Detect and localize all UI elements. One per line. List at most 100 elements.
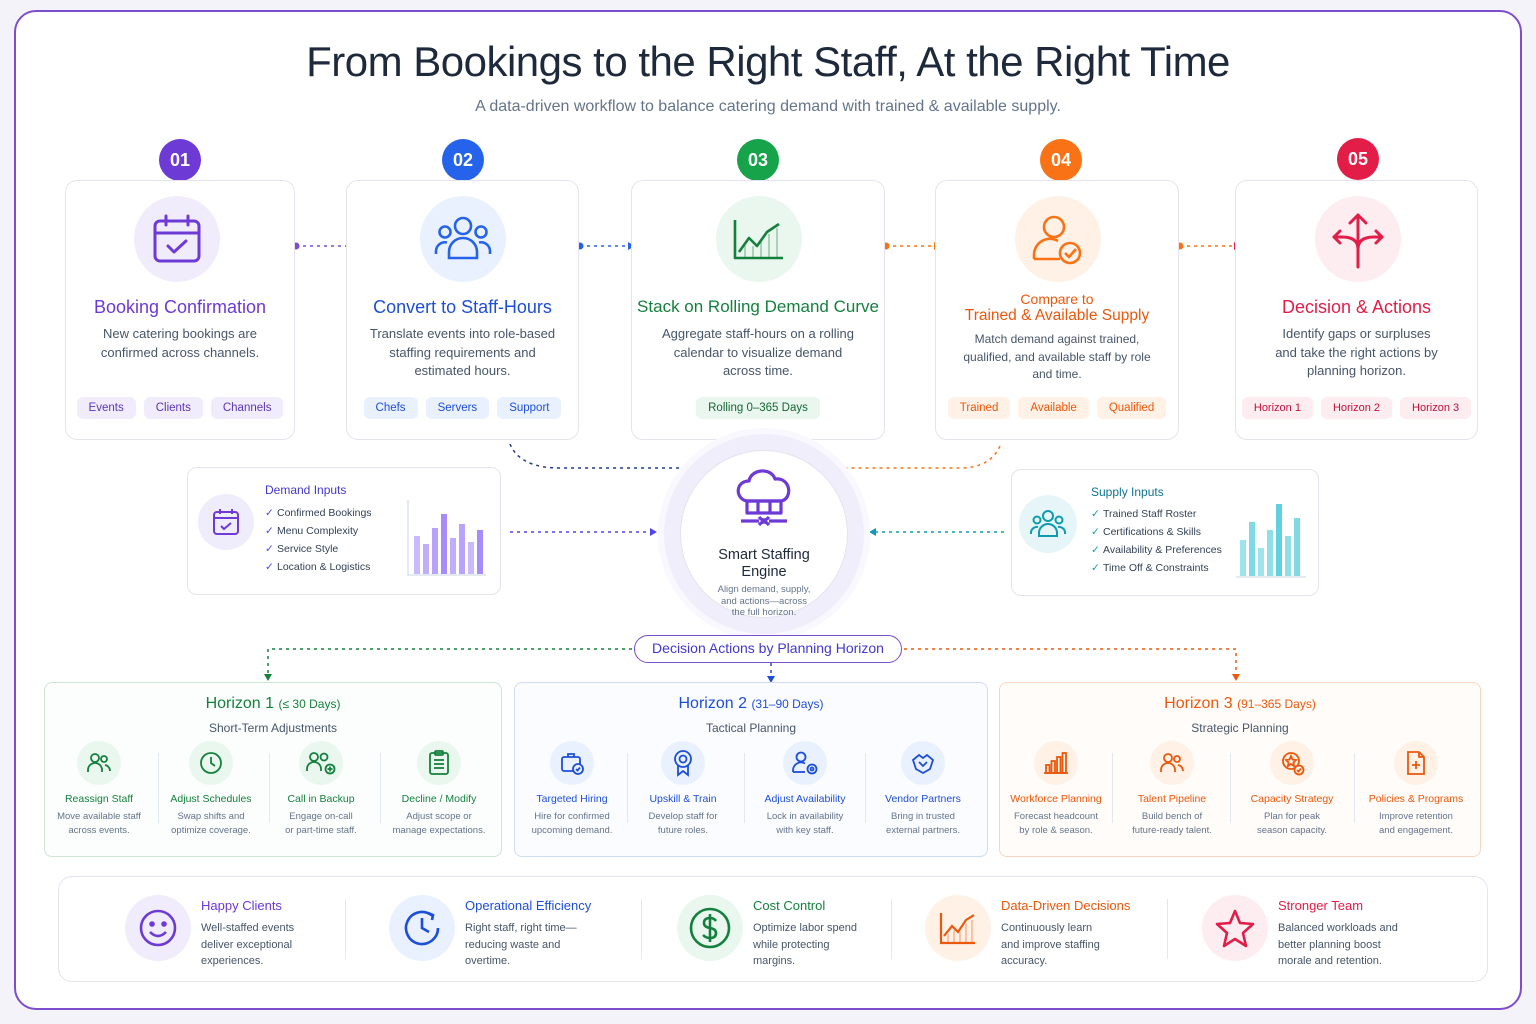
- tag-chefs: Chefs: [363, 397, 418, 419]
- supply-input-item: ✓Time Off & Constraints: [1091, 562, 1209, 574]
- demand-bars-graphic: [407, 500, 486, 576]
- page-title: From Bookings to the Right Staff, At the…: [306, 38, 1230, 85]
- engine-title-line2: Engine: [741, 564, 787, 580]
- horizon-section-label: Decision Actions by Planning Horizon: [634, 635, 902, 663]
- clock-icon: [389, 895, 455, 961]
- demand-input-item: ✓Menu Complexity: [265, 525, 359, 537]
- page-subtitle: A data-driven workflow to balance cateri…: [475, 98, 1061, 115]
- bar-chart-icon: [1034, 741, 1078, 785]
- horizon-title: Horizon 3 (91–365 Days): [1164, 695, 1316, 712]
- tag-horizon-1: Horizon 1: [1241, 397, 1313, 419]
- step-title: Convert to Staff-Hours: [373, 297, 552, 317]
- horizon-3-panel: Horizon 3 (91–365 Days) Strategic Planni…: [999, 682, 1481, 857]
- tag-trained: Trained: [947, 397, 1011, 419]
- engine-description-line3: the full horizon.: [731, 607, 797, 618]
- people-icon: [77, 741, 121, 785]
- tag-channels: Channels: [210, 397, 284, 419]
- supply-bars-graphic: [1236, 504, 1306, 578]
- people-add-icon: [299, 741, 343, 785]
- supply-inputs-panel: Supply Inputs ✓Trained Staff Roster ✓Cer…: [1011, 469, 1319, 596]
- certificate-icon: [661, 741, 705, 785]
- star-icon: [1202, 895, 1268, 961]
- engine-title-line1: Smart Staffing: [718, 547, 810, 563]
- step-title: Decision & Actions: [1281, 297, 1432, 317]
- tag-horizon-3: Horizon 3: [1400, 397, 1472, 419]
- step-card-decision-actions: Decision & Actions Identify gaps or surp…: [1235, 180, 1478, 440]
- demand-input-item: ✓Service Style: [265, 543, 339, 555]
- step-badge-02: 02: [442, 139, 484, 181]
- team-icon: [1019, 495, 1077, 553]
- action-adjust-availability: Adjust Availability Lock in availability…: [749, 741, 861, 838]
- step-description: Identify gaps or surpluses and take the …: [1275, 326, 1438, 378]
- engine-description-line2: and actions—across: [720, 596, 808, 607]
- supply-input-item: ✓Availability & Preferences: [1091, 544, 1222, 556]
- supply-input-item: ✓Certifications & Skills: [1091, 526, 1202, 538]
- step-title-line2: Trained & Available Supply: [964, 307, 1150, 324]
- line-chart-icon: [716, 196, 802, 282]
- tag-available: Available: [1018, 397, 1089, 419]
- tag-clients: Clients: [143, 397, 203, 419]
- engine-description-line1: Align demand, supply,: [717, 584, 811, 595]
- tag-events: Events: [76, 397, 136, 419]
- tag-servers: Servers: [425, 397, 490, 419]
- horizon-title: Horizon 2 (31–90 Days): [678, 695, 824, 712]
- step-title: Stack on Rolling Demand Curve: [637, 297, 879, 316]
- horizon-1-panel: Horizon 1 (≤ 30 Days) Short-Term Adjustm…: [44, 682, 502, 857]
- horizon-2-panel: Horizon 2 (31–90 Days) Tactical Planning…: [514, 682, 988, 857]
- chart-icon: [925, 895, 991, 961]
- horizon-subtitle: Short-Term Adjustments: [208, 721, 338, 735]
- demand-input-item: ✓Confirmed Bookings: [265, 507, 372, 519]
- dollar-icon: [677, 895, 743, 961]
- tag-horizon-2: Horizon 2: [1320, 397, 1393, 419]
- step-card-compare-supply: Compare to Trained & Available Supply Ma…: [935, 180, 1179, 440]
- smile-icon: [125, 895, 191, 961]
- step-card-rolling-demand-curve: Stack on Rolling Demand Curve Aggregate …: [631, 180, 885, 440]
- split-arrows-icon: [1315, 196, 1401, 282]
- step-title: Booking Confirmation: [93, 297, 267, 317]
- demand-inputs-panel: Demand Inputs ✓Confirmed Bookings ✓Menu …: [187, 467, 501, 595]
- step-title-line1: Compare to: [1020, 291, 1094, 307]
- badge-icon: [1270, 741, 1314, 785]
- person-check-icon: [1015, 196, 1101, 282]
- tag-support: Support: [497, 397, 562, 419]
- smart-staffing-engine: Smart Staffing Engine Align demand, supp…: [680, 450, 848, 618]
- step-description: Translate events into role-based staffin…: [369, 326, 556, 378]
- step-description: New catering bookings are confirmed acro…: [100, 326, 260, 360]
- tag-rolling-range: Rolling 0–365 Days: [696, 397, 820, 419]
- clock-icon: [189, 741, 233, 785]
- supply-inputs-title: Supply Inputs: [1091, 485, 1164, 499]
- demand-input-item: ✓Location & Logistics: [265, 561, 371, 573]
- horizon-subtitle: Tactical Planning: [705, 721, 797, 735]
- tag-qualified: Qualified: [1096, 397, 1167, 419]
- people-icon: [1150, 741, 1194, 785]
- briefcase-icon: [550, 741, 594, 785]
- clipboard-icon: [417, 741, 461, 785]
- step-badge-03: 03: [737, 139, 779, 181]
- step-description: Aggregate staff-hours on a rolling calen…: [662, 326, 854, 378]
- demand-inputs-title: Demand Inputs: [265, 483, 347, 497]
- step-card-convert-staff-hours: Convert to Staff-Hours Translate events …: [346, 180, 579, 440]
- calendar-check-icon: [134, 196, 220, 282]
- team-icon: [420, 196, 506, 282]
- chef-hat-icon: [731, 463, 797, 534]
- step-badge-01: 01: [159, 139, 201, 181]
- calendar-check-icon: [198, 494, 254, 550]
- document-icon: [1394, 741, 1438, 785]
- handshake-icon: [901, 741, 945, 785]
- horizon-title: Horizon 1 (≤ 30 Days): [205, 695, 341, 712]
- supply-input-item: ✓Trained Staff Roster: [1091, 508, 1197, 520]
- step-description: Match demand against trained, qualified,…: [963, 332, 1151, 381]
- person-settings-icon: [783, 741, 827, 785]
